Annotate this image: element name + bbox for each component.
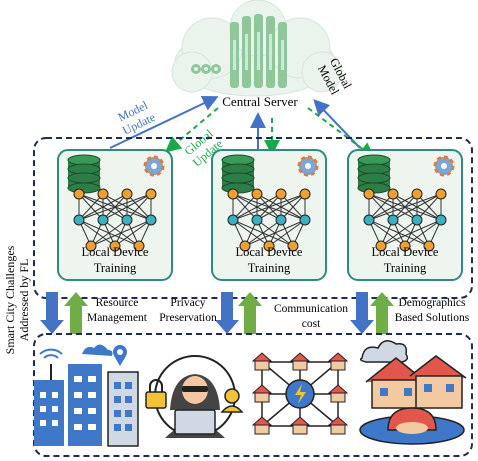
network-house-nodes (251, 352, 349, 435)
hacker-privacy-icon (145, 355, 244, 438)
svg-text:Addressed by FL: Addressed by FL (17, 259, 31, 342)
database-icon (67, 154, 101, 194)
database-icon (357, 154, 391, 194)
device-label-line1: Local Device (236, 245, 303, 259)
svg-text:cost: cost (302, 318, 321, 330)
smart-city-buildings-icon (34, 344, 139, 447)
right-global-update-arrow (307, 107, 376, 159)
svg-text:Smart City Challenges: Smart City Challenges (3, 245, 17, 354)
database-icon (221, 154, 255, 194)
neural-network-icon (363, 188, 447, 252)
svg-text:Demographics: Demographics (398, 297, 466, 309)
model-update-label: Model Update (116, 98, 158, 138)
device-label-line2: Training (94, 261, 137, 275)
device-label-line1: Local Device (82, 245, 149, 259)
svg-text:Communication: Communication (274, 303, 348, 315)
svg-text:Privacy: Privacy (170, 297, 205, 309)
neural-network-icon (227, 188, 311, 252)
challenge-arrows (40, 292, 394, 334)
svg-text:Based Solutions: Based Solutions (395, 312, 470, 324)
svg-text:Management: Management (87, 312, 148, 324)
flooded-houses-icon (359, 340, 467, 445)
house-node (327, 352, 349, 371)
device-label-line1: Local Device (372, 245, 439, 259)
model-update-arrow (109, 95, 219, 149)
gear-icon (297, 155, 319, 177)
house-node (327, 384, 349, 403)
device-label-line2: Training (248, 261, 291, 275)
gear-icon (433, 155, 455, 177)
side-label: Smart City Challenges Addressed by FL (3, 245, 31, 354)
svg-text:Preservation: Preservation (159, 312, 217, 324)
house-node (289, 416, 311, 435)
house-node (251, 352, 273, 371)
server-label: Central Server (222, 94, 298, 109)
house-node (251, 384, 273, 403)
house-node (251, 416, 273, 435)
challenge-label-privacy: Privacy Preservation (159, 297, 217, 324)
network-houses-icon (261, 361, 339, 427)
challenge-label-communication: Communication cost (274, 303, 348, 330)
house-node (289, 352, 311, 371)
house-node (327, 416, 349, 435)
challenge-label-resource: Resource Management (87, 297, 148, 324)
svg-text:Resource: Resource (96, 297, 139, 309)
device-label-line2: Training (384, 261, 427, 275)
neural-network-icon (73, 188, 157, 252)
gear-icon (143, 155, 165, 177)
global-update-arrow (164, 107, 219, 153)
challenge-label-demographics: Demographics Based Solutions (395, 297, 470, 324)
cloud-server-icon (171, 0, 343, 97)
